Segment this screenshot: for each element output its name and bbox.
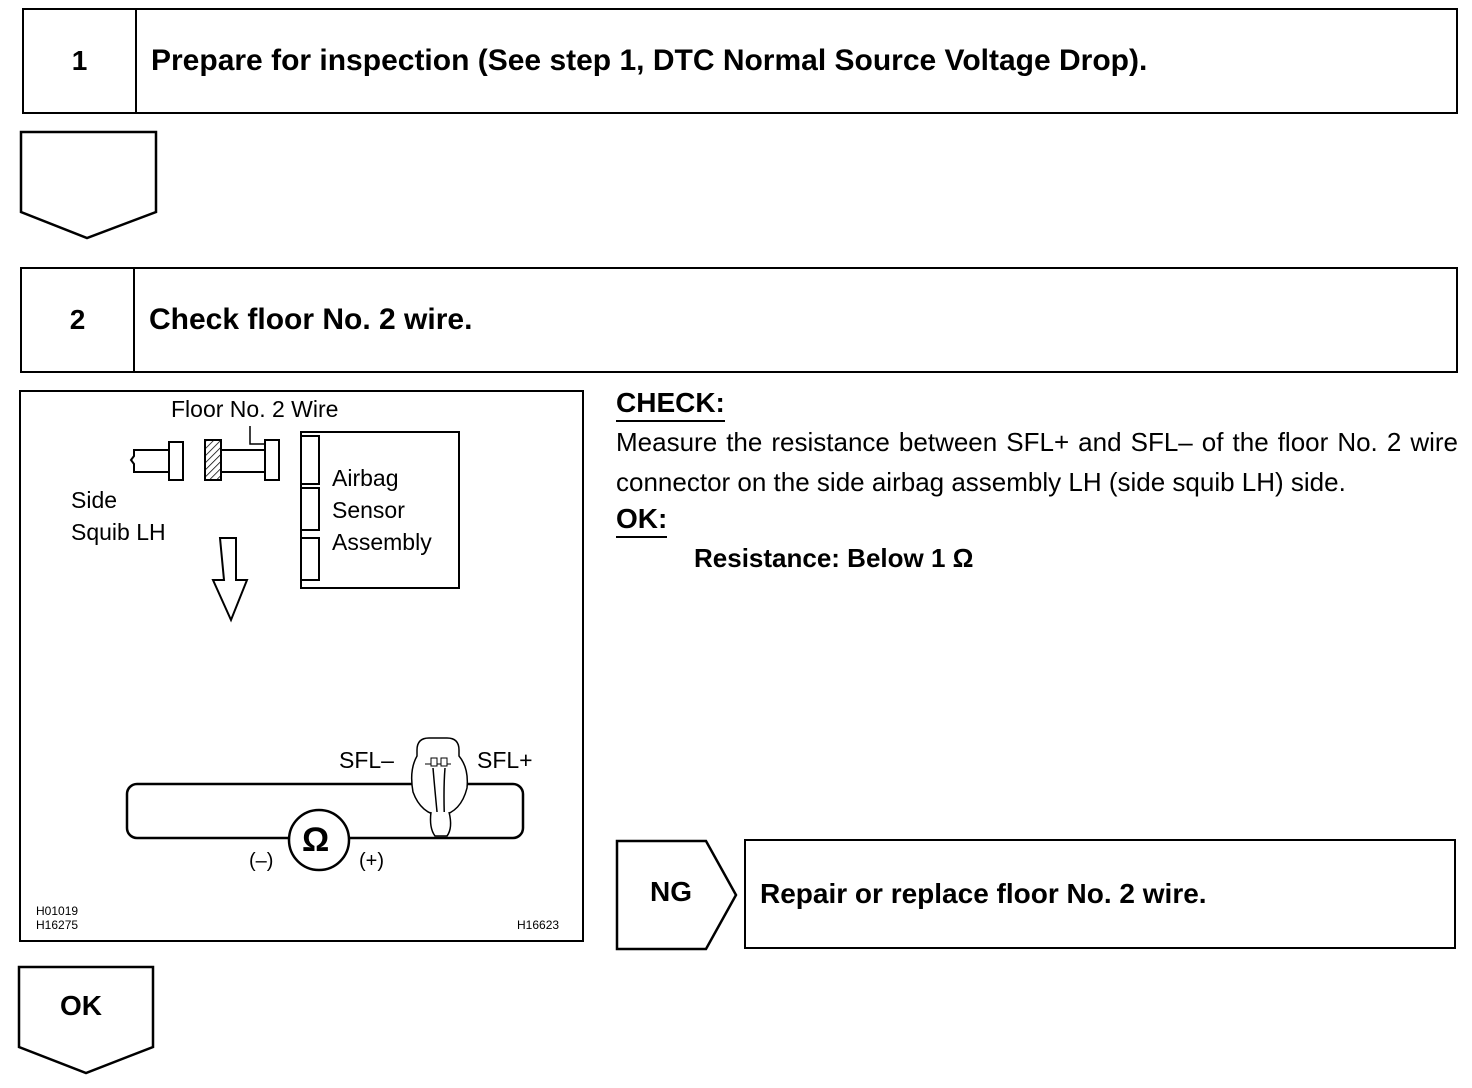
- resistance-spec: Resistance: Below 1 Ω: [694, 543, 974, 573]
- check-instruction: Measure the resistance between SFL+ and …: [616, 427, 1458, 497]
- step-1-title: Prepare for inspection (See step 1, DTC …: [151, 44, 1148, 77]
- sfl-plus-label: SFL+: [477, 747, 533, 773]
- side-squib-label-line2: Squib LH: [71, 519, 166, 545]
- step-2-box: 2 Check floor No. 2 wire.: [20, 267, 1458, 373]
- sfl-minus-label: SFL–: [339, 747, 394, 773]
- airbag-sensor-label: Airbag Sensor Assembly: [332, 462, 432, 558]
- side-squib-label: Side Squib LH: [71, 484, 166, 548]
- plus-terminal-label: (+): [359, 850, 384, 872]
- ng-action-text: Repair or replace floor No. 2 wire.: [760, 878, 1207, 909]
- ok-heading: OK:: [616, 502, 668, 538]
- floor-wire-label: Floor No. 2 Wire: [171, 396, 339, 422]
- figure-code-a1: H01019: [36, 904, 79, 918]
- check-heading: CHECK:: [616, 386, 725, 422]
- ng-action-box: Repair or replace floor No. 2 wire.: [744, 839, 1456, 949]
- down-arrow-icon: [19, 130, 158, 240]
- ohm-icon: Ω: [302, 821, 330, 859]
- ok-label: OK: [60, 990, 102, 1021]
- step-1-box: 1 Prepare for inspection (See step 1, DT…: [22, 8, 1458, 114]
- side-squib-label-line1: Side: [71, 487, 118, 513]
- ng-arrow-icon: [615, 839, 738, 951]
- wiring-figure: Floor No. 2 Wire Side Squib LH Airbag Se…: [19, 390, 584, 942]
- figure-code-a2: H16275: [36, 918, 79, 932]
- step-2-number: 2: [22, 269, 135, 371]
- check-section: CHECK: Measure the resistance between SF…: [616, 386, 1458, 578]
- step-2-title: Check floor No. 2 wire.: [149, 303, 473, 336]
- wiring-diagram-drawing: [125, 426, 525, 872]
- airbag-label-line1: Airbag: [332, 465, 399, 491]
- step-1-number: 1: [24, 10, 137, 112]
- minus-terminal-label: (–): [249, 850, 274, 872]
- figure-code-b: H16623: [517, 918, 560, 932]
- ng-label: NG: [650, 876, 692, 907]
- airbag-label-line3: Assembly: [332, 529, 432, 555]
- airbag-label-line2: Sensor: [332, 497, 405, 523]
- ok-arrow-icon: [17, 965, 155, 1075]
